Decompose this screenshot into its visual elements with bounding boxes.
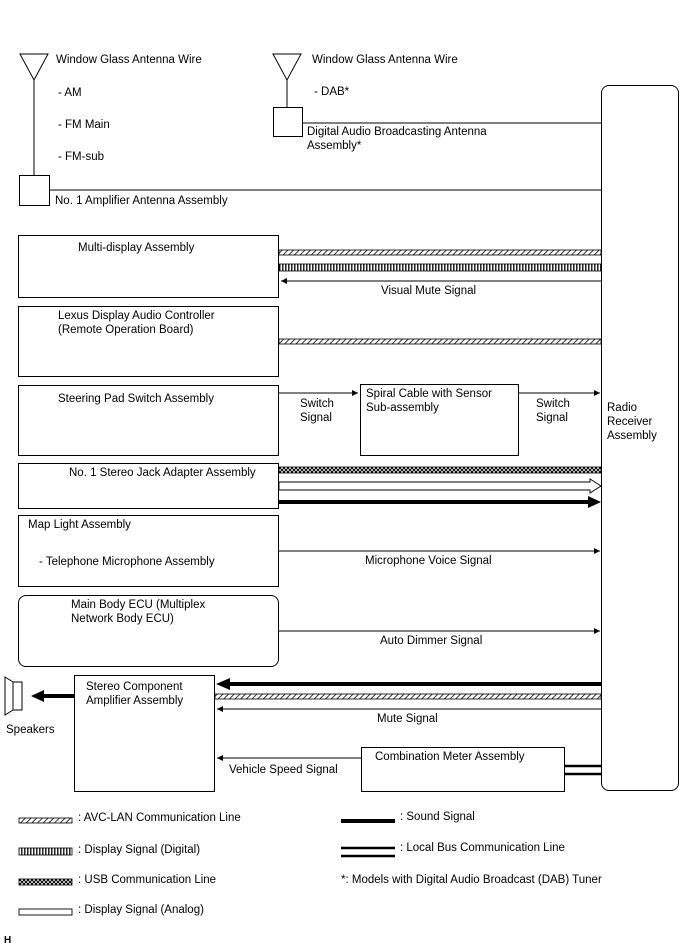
band-am: - AM xyxy=(58,87,82,99)
visual-mute-signal-label: Visual Mute Signal xyxy=(381,285,477,297)
legend-usb-label: : USB Communication Line xyxy=(78,874,217,886)
legend-usb-symbol xyxy=(18,878,73,886)
switch-signal-2-label: Switch Signal xyxy=(536,398,570,424)
speakers-label: Speakers xyxy=(6,724,55,736)
legend-sound-label: : Sound Signal xyxy=(400,811,475,823)
legend-display-digital-symbol xyxy=(18,847,73,856)
telephone-mic-label: - Telephone Microphone Assembly xyxy=(39,556,215,568)
dab-antenna-label: Digital Audio Broadcasting Antenna Assem… xyxy=(307,126,487,152)
amp-antenna-box xyxy=(19,175,50,206)
antenna-2-label: Window Glass Antenna Wire xyxy=(312,54,458,66)
speaker-icon xyxy=(4,676,23,716)
lexus-controller-label: Lexus Display Audio Controller (Remote O… xyxy=(58,310,215,336)
antenna-1-label: Window Glass Antenna Wire xyxy=(56,54,202,66)
combination-meter-label: Combination Meter Assembly xyxy=(375,751,525,763)
multi-display-label: Multi-display Assembly xyxy=(78,242,195,254)
lexus-controller-box xyxy=(18,306,279,377)
radio-receiver-label: Radio Receiver Assembly xyxy=(607,402,657,442)
multi-display-box xyxy=(18,235,279,298)
dab-antenna-box xyxy=(273,107,303,137)
radio-receiver-box xyxy=(601,85,679,791)
legend-avc-label: : AVC-LAN Communication Line xyxy=(78,812,241,824)
band-fm-sub: - FM-sub xyxy=(58,151,104,163)
auto-dimmer-signal-label: Auto Dimmer Signal xyxy=(380,635,483,647)
legend-display-analog-label: : Display Signal (Analog) xyxy=(78,904,204,916)
vehicle-speed-signal-label: Vehicle Speed Signal xyxy=(229,764,338,776)
antenna-2-icon xyxy=(272,53,302,107)
spiral-cable-box xyxy=(360,384,519,456)
legend-local-bus-symbol xyxy=(341,846,395,858)
stereo-jack-label: No. 1 Stereo Jack Adapter Assembly xyxy=(69,467,256,479)
legend-avc-symbol xyxy=(18,817,73,824)
map-light-label: Map Light Assembly xyxy=(28,519,131,531)
map-light-box xyxy=(18,515,279,587)
band-dab: - DAB* xyxy=(314,86,350,98)
steering-pad-label: Steering Pad Switch Assembly xyxy=(58,393,214,405)
antenna-1-icon xyxy=(19,53,49,175)
steering-pad-box xyxy=(18,385,279,456)
main-body-ecu-box xyxy=(18,595,279,667)
legend-display-digital-label: : Display Signal (Digital) xyxy=(78,844,201,856)
stereo-jack-box xyxy=(18,463,279,509)
legend-display-analog-symbol xyxy=(18,908,73,916)
band-fm-main: - FM Main xyxy=(58,119,110,131)
combination-meter-box xyxy=(361,747,565,792)
microphone-voice-signal-label: Microphone Voice Signal xyxy=(365,555,492,567)
corner-mark: H xyxy=(4,935,12,946)
switch-signal-1-label: Switch Signal xyxy=(300,398,334,424)
legend-local-bus-label: : Local Bus Communication Line xyxy=(400,842,565,854)
amp-antenna-label: No. 1 Amplifier Antenna Assembly xyxy=(55,195,228,207)
stereo-amp-label: Stereo Component Amplifier Assembly xyxy=(86,681,184,707)
legend-note: *: Models with Digital Audio Broadcast (… xyxy=(341,874,602,886)
mute-signal-label: Mute Signal xyxy=(377,713,438,725)
main-body-ecu-label: Main Body ECU (Multiplex Network Body EC… xyxy=(71,599,206,625)
stereo-amp-box xyxy=(74,675,215,792)
spiral-cable-label: Spiral Cable with Sensor Sub-assembly xyxy=(366,388,492,414)
